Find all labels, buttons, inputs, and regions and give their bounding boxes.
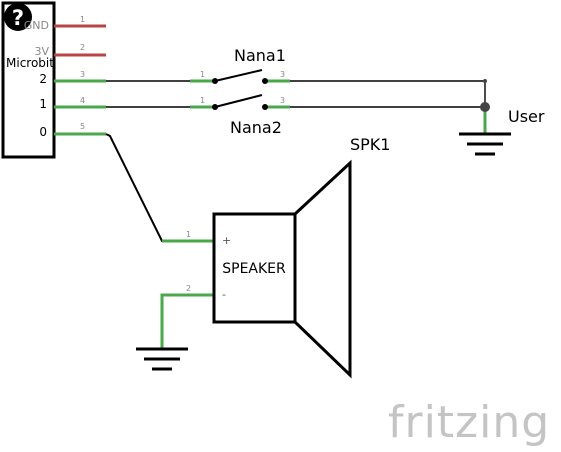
pin-number: 1 [200,70,205,79]
fritzing-watermark: fritzing [388,397,550,447]
pin-number: 1 [186,230,191,239]
switch-contact-right [262,78,268,84]
pin-number: 4 [80,96,85,105]
junction-dot [480,102,490,112]
speaker-cone [293,159,352,379]
microbit-label: Microbit [6,56,54,70]
pin-number: 5 [80,122,85,131]
wire-pin0-speaker [105,133,190,242]
help-icon [4,3,32,31]
speaker-pin-polarity: - [222,288,226,301]
switch-lever [214,94,263,108]
user-label: User [508,107,545,126]
pin-number: 2 [80,43,85,52]
help-icon-glyph: ? [12,6,24,30]
wire-speaker-ground [160,293,190,348]
switch-nana2: Nana2 1 3 [190,94,290,137]
switch-lever [214,69,263,82]
wires [105,80,487,348]
switch-label: Nana1 [234,46,286,65]
speaker-body-label: SPEAKER [222,261,286,277]
pin-number: 1 [200,96,205,105]
switch-nana1: Nana1 1 3 [190,46,290,84]
pin-number: 3 [280,70,285,79]
pin-name-2: 2 [39,72,47,86]
pin-name-0: 0 [39,125,47,139]
pin-number: 1 [80,15,85,24]
pin-number: 3 [280,96,285,105]
switch-contact-right [262,104,268,110]
microbit-part: ? Microbit GND 3V 2 1 0 1 2 3 4 5 [1,1,106,159]
speaker-part: SPK1 SPEAKER + - 1 2 [186,135,390,379]
pin-name-3v: 3V [34,45,49,58]
switch-label: Nana2 [230,118,282,137]
speaker-ground [136,347,188,371]
user-ground: User [459,79,545,156]
speaker-pin-polarity: + [222,234,231,247]
speaker-part-label: SPK1 [350,135,390,154]
pin-name-gnd: GND [24,19,49,32]
junction-dot [483,79,487,83]
pin-name-1: 1 [39,97,47,111]
pin-number: 2 [186,284,191,293]
pin-number: 3 [80,70,85,79]
